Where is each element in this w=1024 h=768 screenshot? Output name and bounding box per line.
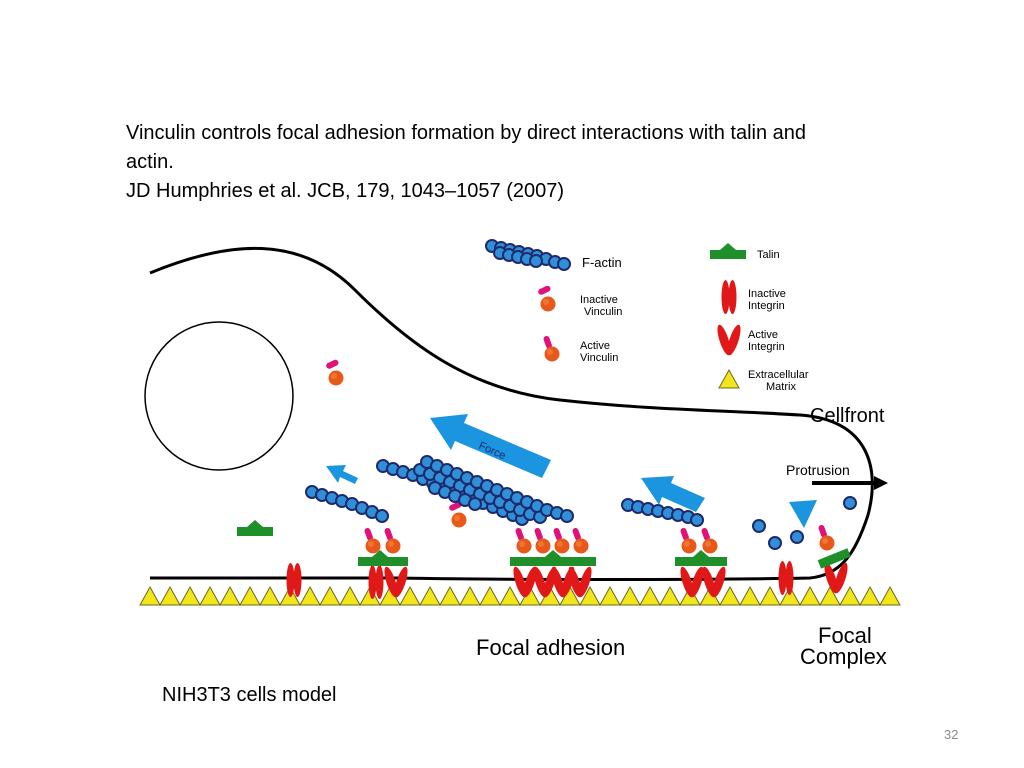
citation: JD Humphries et al. JCB, 179, 1043–1057 … (126, 180, 565, 202)
legend: F-actin Inactive Vinculin Active Vinculi… (485, 239, 809, 393)
legend-inactive-vinculin-label-2: Vinculin (584, 306, 622, 318)
title-line-2: actin. (126, 151, 174, 173)
legend-active-vinculin-icon (542, 335, 560, 362)
slide-title: Vinculin controls focal adhesion formati… (126, 119, 966, 206)
legend-talin-icon (710, 243, 746, 259)
protrusion-arrow (812, 476, 888, 490)
legend-inactive-integrin-icon (721, 280, 737, 314)
force-arrows (326, 414, 817, 528)
focal-complex-label-2: Complex (800, 644, 887, 669)
legend-active-integrin-label-1: Active (748, 329, 778, 341)
protrusion-label: Protrusion (786, 462, 850, 478)
focal-adhesion-label: Focal adhesion (476, 635, 625, 660)
legend-active-integrin-icon (714, 323, 744, 357)
cellfront-label: Cellfront (810, 405, 885, 427)
legend-active-vinculin-label-2: Vinculin (580, 352, 618, 364)
legend-talin-label: Talin (757, 249, 780, 261)
nucleus (144, 321, 294, 471)
slide-number: 32 (944, 727, 959, 742)
legend-inactive-vinculin-label-1: Inactive (580, 294, 618, 306)
legend-matrix-icon (718, 369, 740, 389)
title-line-1: Vinculin controls focal adhesion formati… (126, 122, 806, 144)
arrow-focal-complex (789, 500, 817, 528)
legend-f-actin-label: F-actin (582, 255, 622, 270)
legend-active-integrin-label-2: Integrin (748, 341, 785, 353)
figure-caption: NIH3T3 cells model (162, 684, 337, 706)
talin-groups (237, 520, 851, 569)
legend-inactive-vinculin-icon (537, 284, 556, 312)
legend-f-actin-icon (485, 239, 571, 271)
legend-inactive-integrin-label-2: Integrin (748, 300, 785, 312)
legend-matrix-label-2: Matrix (766, 381, 796, 393)
arrow-left (326, 465, 358, 484)
legend-active-vinculin-label-1: Active (580, 340, 610, 352)
arrow-right-group (641, 476, 705, 512)
legend-matrix-label-1: Extracellular (748, 369, 809, 381)
focal-complex-label-1: Focal (818, 623, 872, 648)
legend-inactive-integrin-label-1: Inactive (748, 288, 786, 300)
force-arrow-large (430, 414, 551, 478)
